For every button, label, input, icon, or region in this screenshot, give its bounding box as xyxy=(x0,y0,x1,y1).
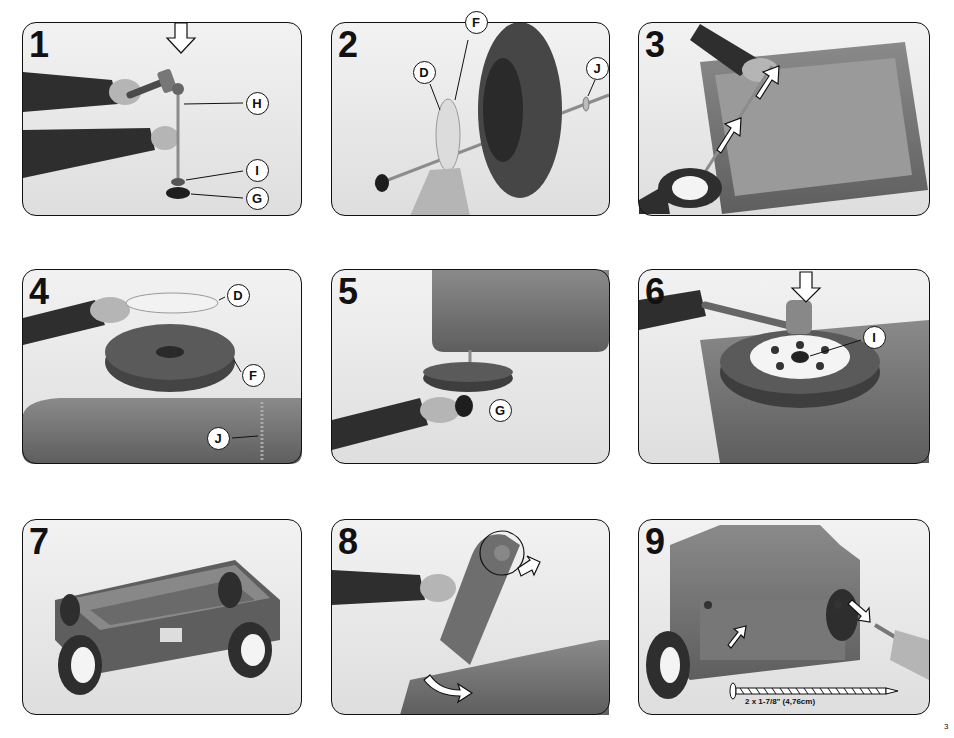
step-number: 4 xyxy=(29,272,49,312)
part-letter: D xyxy=(233,289,242,302)
step-panel: 4 D F J xyxy=(22,269,302,464)
step-panel: 7 xyxy=(22,519,302,715)
part-letter: G xyxy=(252,192,262,205)
callout-circle: H xyxy=(246,92,269,115)
step-number: 1 xyxy=(29,25,49,65)
step-number: 7 xyxy=(29,522,49,562)
callout-circle: G xyxy=(246,187,269,210)
part-letter: D xyxy=(419,66,428,79)
part-letter: J xyxy=(214,432,221,445)
callout-circle: F xyxy=(242,364,265,387)
step-panel: 1H I G xyxy=(22,22,302,216)
step-number: 9 xyxy=(645,522,665,562)
step-number: 8 xyxy=(338,522,358,562)
step-panel: 2FDJ xyxy=(331,22,610,216)
callout-circle: D xyxy=(227,284,250,307)
step-number: 2 xyxy=(338,25,358,65)
callout-circle: D xyxy=(413,61,436,84)
part-letter: G xyxy=(495,404,505,417)
part-letter: H xyxy=(252,97,261,110)
step-panel: 5G xyxy=(331,269,610,464)
callout-circle: J xyxy=(207,427,230,450)
part-letter: I xyxy=(872,331,876,344)
step-number: 5 xyxy=(338,272,358,312)
part-letter: J xyxy=(593,62,600,75)
callout-circle: J xyxy=(586,57,609,80)
part-letter: F xyxy=(249,369,257,382)
step-panel: 9 xyxy=(638,519,930,715)
step-panel: 3 xyxy=(638,22,930,216)
part-letter: F xyxy=(472,16,480,29)
callout-circle: I xyxy=(246,159,269,182)
step-panel: 8 xyxy=(331,519,610,715)
screw-size-label: 2 x 1-7/8" (4,76cm) xyxy=(745,697,815,706)
part-letter: I xyxy=(255,164,259,177)
page-number: 3 xyxy=(944,722,948,731)
callout-circle: G xyxy=(489,399,512,422)
step-panel: 6I xyxy=(638,269,930,464)
callout-circle: I xyxy=(863,326,886,349)
step-number: 6 xyxy=(645,272,665,312)
step-number: 3 xyxy=(645,25,665,65)
callout-circle: F xyxy=(465,11,488,34)
